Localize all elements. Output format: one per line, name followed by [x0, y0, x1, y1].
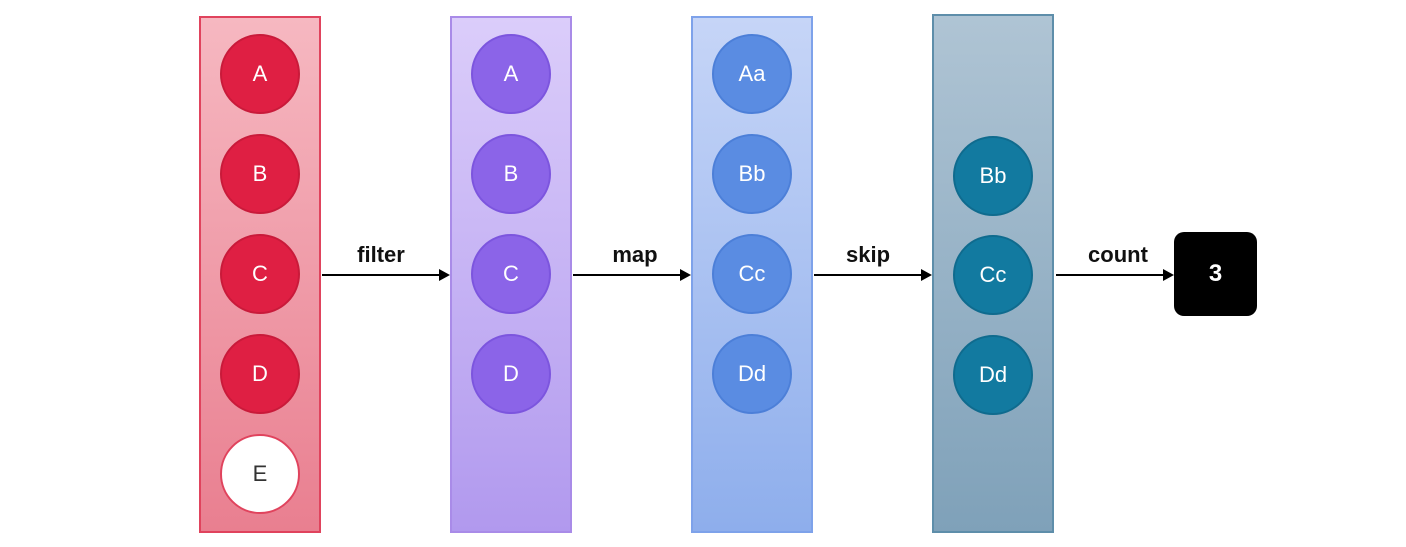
- element-node: Cc: [953, 235, 1033, 315]
- element-node: C: [471, 234, 551, 314]
- stage-after-skip: Bb Cc Dd: [932, 14, 1054, 533]
- arrow-filter: [322, 269, 450, 281]
- element-node: Dd: [953, 335, 1033, 415]
- element-node: B: [220, 134, 300, 214]
- element-node: Bb: [953, 136, 1033, 216]
- element-node: A: [220, 34, 300, 114]
- element-node-filtered-out: E: [220, 434, 300, 514]
- count-result-box: 3: [1174, 232, 1257, 316]
- operation-label-map: map: [612, 242, 658, 267]
- stage-after-map: Aa Bb Cc Dd: [691, 16, 813, 533]
- stage-after-filter: A B C D: [450, 16, 572, 533]
- arrow-map: [573, 269, 691, 281]
- arrow-skip: [814, 269, 932, 281]
- element-node: D: [471, 334, 551, 414]
- element-node: D: [220, 334, 300, 414]
- element-node: A: [471, 34, 551, 114]
- arrow-count: [1056, 269, 1174, 281]
- element-node: Cc: [712, 234, 792, 314]
- element-node: Bb: [712, 134, 792, 214]
- operation-label-count: count: [1088, 242, 1148, 267]
- operation-label-filter: filter: [357, 242, 405, 267]
- element-node: C: [220, 234, 300, 314]
- element-node: Aa: [712, 34, 792, 114]
- element-node: B: [471, 134, 551, 214]
- stage-source: A B C D E: [199, 16, 321, 533]
- operation-label-skip: skip: [845, 242, 891, 267]
- element-node: Dd: [712, 334, 792, 414]
